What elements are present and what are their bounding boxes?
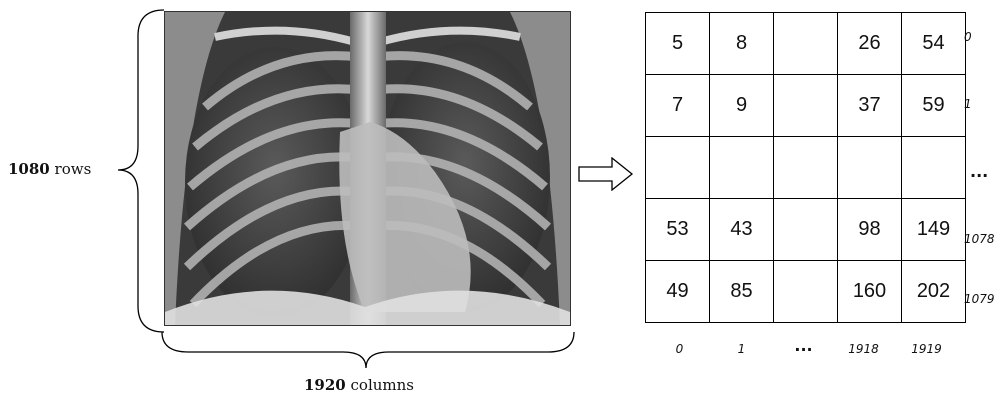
matrix-cell	[710, 137, 774, 199]
matrix-row: 7 9 37 59	[646, 75, 966, 137]
column-index: 1	[710, 342, 773, 356]
matrix-cell	[774, 75, 838, 137]
row-index: 0	[964, 30, 972, 44]
matrix-cell: 5	[646, 13, 710, 75]
matrix-cell: 37	[838, 75, 902, 137]
matrix-cell: 98	[838, 199, 902, 261]
matrix-cell: 149	[902, 199, 966, 261]
matrix-cell: 59	[902, 75, 966, 137]
pixel-matrix: 5 8 26 54 7 9 37 59 53 43 98 149 49 85 1…	[645, 12, 966, 323]
matrix-cell	[838, 137, 902, 199]
matrix-cell: 8	[710, 13, 774, 75]
matrix-cell	[646, 137, 710, 199]
columns-label: 1920 columns	[304, 376, 414, 394]
columns-count: 1920	[304, 376, 346, 394]
matrix-cell: 53	[646, 199, 710, 261]
matrix-cell	[774, 137, 838, 199]
columns-word: columns	[351, 376, 414, 394]
matrix-cell: 160	[838, 261, 902, 323]
matrix-row	[646, 137, 966, 199]
matrix-row: 5 8 26 54	[646, 13, 966, 75]
rows-count: 1080	[8, 160, 50, 178]
matrix-cell	[774, 13, 838, 75]
matrix-row: 49 85 160 202	[646, 261, 966, 323]
matrix-cell	[774, 261, 838, 323]
chest-xray-image	[165, 12, 570, 325]
row-index: 1079	[964, 292, 995, 306]
matrix-cell: 202	[902, 261, 966, 323]
columns-brace	[158, 326, 578, 370]
right-arrow-icon	[578, 157, 634, 191]
matrix-cell: 54	[902, 13, 966, 75]
matrix-cell: 43	[710, 199, 774, 261]
rows-label: 1080 rows	[8, 160, 91, 178]
matrix-cell: 26	[838, 13, 902, 75]
row-index: 1	[964, 97, 972, 111]
matrix-cell: 85	[710, 261, 774, 323]
matrix-cell: 49	[646, 261, 710, 323]
matrix-cell: 9	[710, 75, 774, 137]
rows-word: rows	[55, 160, 92, 178]
matrix-cell	[774, 199, 838, 261]
matrix-row: 53 43 98 149	[646, 199, 966, 261]
row-index-ellipsis: ...	[970, 162, 988, 181]
column-index: 1919	[895, 342, 958, 356]
matrix-cell	[902, 137, 966, 199]
row-index: 1078	[964, 232, 995, 246]
matrix-cell: 7	[646, 75, 710, 137]
column-index: 0	[648, 342, 711, 356]
column-index: 1918	[832, 342, 895, 356]
rows-brace	[112, 6, 172, 336]
column-index-ellipsis: ...	[772, 336, 835, 355]
